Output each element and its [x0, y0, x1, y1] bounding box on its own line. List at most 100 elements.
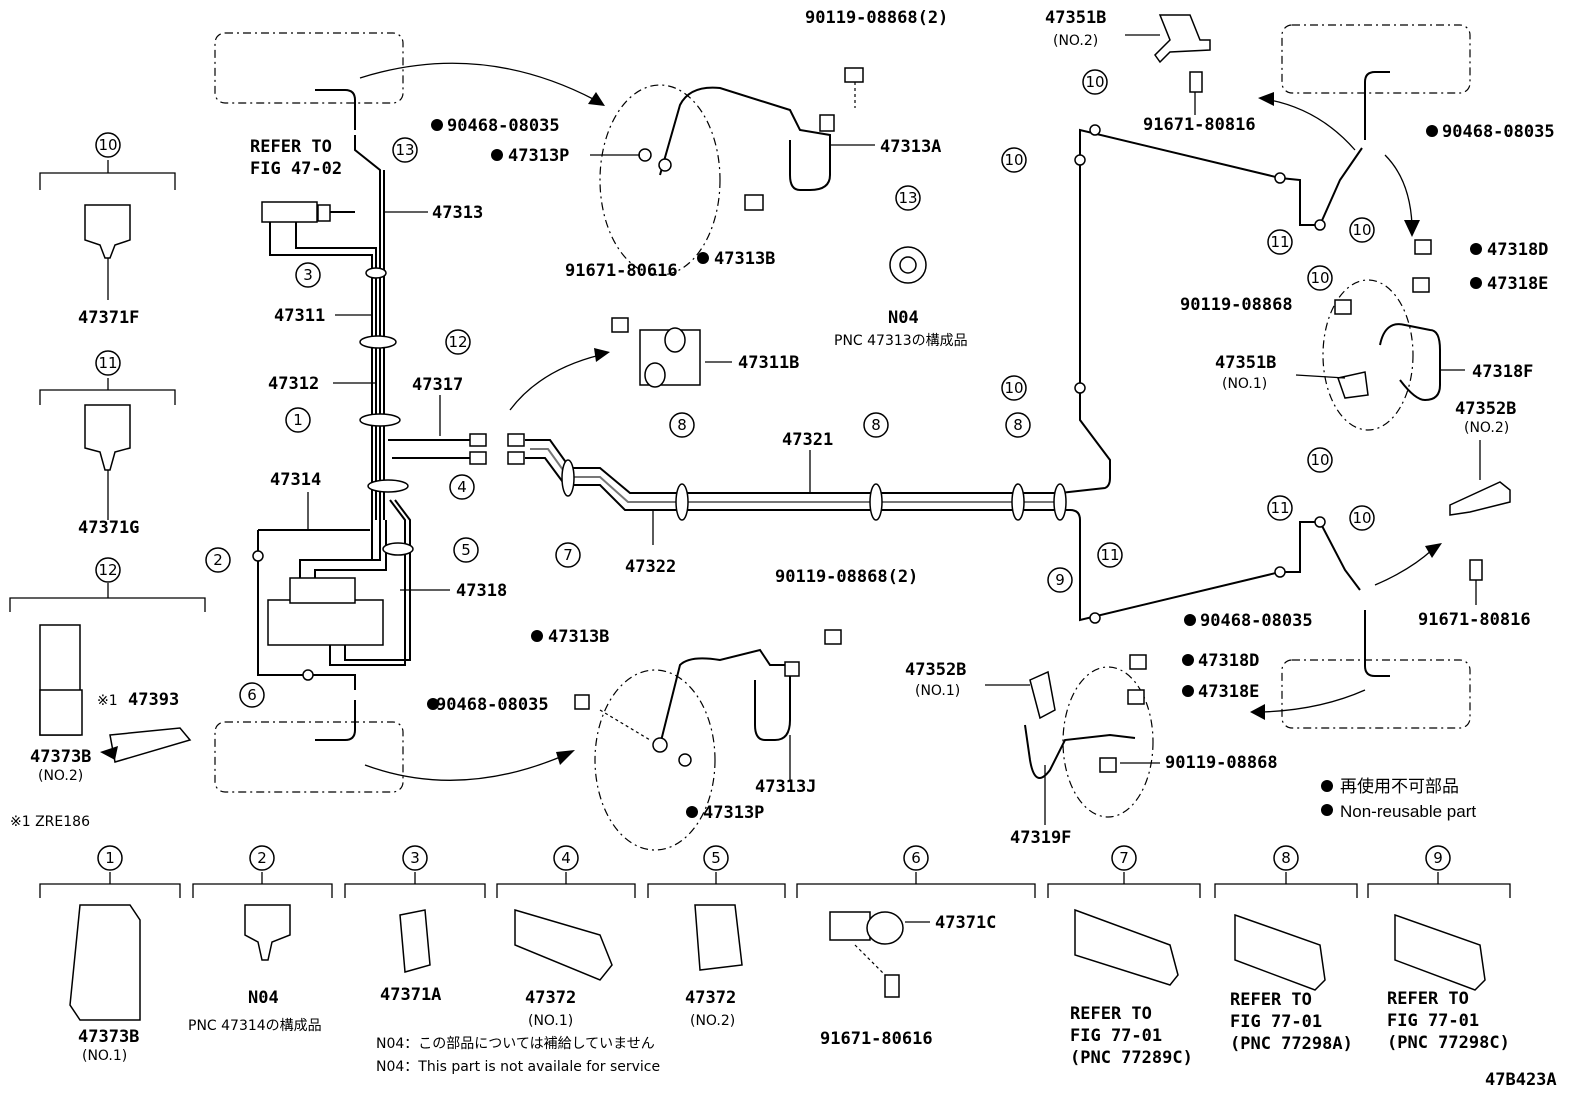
part-47393	[109, 727, 192, 763]
svg-text:7: 7	[563, 546, 573, 564]
rear-hose-top	[1322, 239, 1441, 431]
non-reusable-bullets	[427, 119, 1482, 818]
svg-text:47371A: 47371A	[380, 985, 441, 1005]
arrow-bottom-right-b	[1261, 689, 1366, 713]
svg-text:(NO.2): (NO.2)	[1464, 420, 1509, 436]
svg-text:11: 11	[1270, 499, 1289, 517]
svg-text:47313P: 47313P	[703, 803, 764, 823]
top-right-dashed-box	[1281, 24, 1471, 94]
svg-text:8: 8	[677, 416, 687, 434]
svg-text:47318E: 47318E	[1198, 682, 1259, 702]
svg-text:(PNC 77289C): (PNC 77289C)	[1070, 1048, 1193, 1068]
svg-text:※1 ZRE186: ※1 ZRE186	[10, 814, 90, 830]
clip-ref-77298A	[1234, 913, 1326, 991]
svg-text:(PNC 77298A): (PNC 77298A)	[1230, 1034, 1353, 1054]
svg-text:(NO.1): (NO.1)	[528, 1013, 573, 1029]
clamp-47371C	[829, 911, 904, 998]
svg-text:47322: 47322	[625, 557, 676, 577]
svg-text:10: 10	[98, 136, 117, 154]
clip-47371G	[84, 404, 131, 471]
svg-text:7: 7	[1119, 849, 1129, 867]
svg-text:REFER TO: REFER TO	[1230, 990, 1312, 1010]
svg-text:47318D: 47318D	[1487, 240, 1548, 260]
svg-text:10: 10	[1352, 221, 1371, 239]
svg-text:47318E: 47318E	[1487, 274, 1548, 294]
clip-47373B-no1	[69, 904, 141, 1021]
leader-lines	[307, 34, 1481, 923]
svg-text:12: 12	[448, 333, 467, 351]
svg-text:10: 10	[1352, 509, 1371, 527]
svg-text:Non-reusable part: Non-reusable part	[1340, 802, 1476, 821]
svg-text:90468-08035: 90468-08035	[436, 695, 549, 715]
svg-text:91671-80816: 91671-80816	[1143, 115, 1256, 135]
clip-47372-no1	[514, 908, 613, 981]
svg-text:4: 4	[457, 478, 467, 496]
clip-47371F	[84, 204, 131, 259]
svg-text:91671-80616: 91671-80616	[565, 261, 678, 281]
front-hose-bottom	[574, 629, 842, 851]
svg-text:13: 13	[898, 189, 917, 207]
svg-text:8: 8	[871, 416, 881, 434]
svg-text:8: 8	[1281, 849, 1291, 867]
svg-text:90119-08868: 90119-08868	[1165, 753, 1278, 773]
svg-text:47393: 47393	[128, 690, 179, 710]
stub-top-right	[1364, 71, 1390, 140]
bracket-47351B-top	[1154, 14, 1211, 93]
svg-text:REFER TO: REFER TO	[1070, 1004, 1152, 1024]
svg-text:REFER TO: REFER TO	[1387, 989, 1469, 1009]
top-left-dashed-box	[214, 32, 404, 104]
stub-bottom-left	[315, 700, 356, 741]
svg-text:10: 10	[1004, 151, 1023, 169]
svg-text:10: 10	[1004, 379, 1023, 397]
svg-text:47351B: 47351B	[1045, 8, 1106, 28]
front-hose-top	[599, 67, 864, 276]
svg-text:47312: 47312	[268, 374, 319, 394]
bracket-47352B-no2	[1449, 481, 1511, 581]
svg-text:47313B: 47313B	[714, 249, 775, 269]
svg-text:11: 11	[98, 354, 117, 372]
bottom-right-dashed-box	[1281, 659, 1471, 729]
svg-text:(NO.1): (NO.1)	[1222, 376, 1267, 392]
svg-text:3: 3	[410, 849, 420, 867]
arrow-top-left	[359, 62, 596, 101]
svg-text:47372: 47372	[685, 988, 736, 1008]
svg-text:(PNC 77298C): (PNC 77298C)	[1387, 1033, 1510, 1053]
svg-text:47313A: 47313A	[880, 137, 941, 157]
svg-text:FIG 77-01: FIG 77-01	[1387, 1011, 1479, 1031]
svg-text:11: 11	[1100, 546, 1119, 564]
svg-text:5: 5	[711, 849, 721, 867]
svg-text:90119-08868: 90119-08868	[1180, 295, 1293, 315]
svg-text:(NO.2): (NO.2)	[38, 768, 83, 784]
svg-text:再使用不可部品: 再使用不可部品	[1340, 776, 1459, 796]
arrow-top-right-a	[1269, 99, 1356, 151]
arrow-bottom-right-a	[1374, 549, 1433, 586]
svg-text:(NO.1): (NO.1)	[82, 1048, 127, 1064]
bottom-brackets	[39, 872, 1511, 898]
arrow-bottom-left	[364, 754, 566, 781]
bottom-labels: 47373B (NO.1) N04 PNC 47314の構成品 47371A 4…	[78, 913, 1510, 1075]
svg-text:47313J: 47313J	[755, 777, 816, 797]
bottom-left-dashed-box	[214, 721, 404, 793]
svg-text:47352B: 47352B	[905, 660, 966, 680]
svg-text:10: 10	[1310, 451, 1329, 469]
svg-text:2: 2	[213, 551, 223, 569]
svg-text:13: 13	[395, 141, 414, 159]
svg-text:2: 2	[257, 849, 267, 867]
svg-text:90119-08868(2): 90119-08868(2)	[805, 8, 948, 28]
svg-text:6: 6	[247, 686, 257, 704]
svg-text:8: 8	[1013, 416, 1023, 434]
svg-text:47318D: 47318D	[1198, 651, 1259, 671]
svg-text:47313P: 47313P	[508, 146, 569, 166]
clamp-47311B	[611, 317, 701, 388]
svg-text:47311B: 47311B	[738, 353, 799, 373]
svg-text:PNC 47313の構成品: PNC 47313の構成品	[834, 333, 968, 349]
svg-text:90468-08035: 90468-08035	[1442, 122, 1555, 142]
svg-text:91671-80616: 91671-80616	[820, 1029, 933, 1049]
label-47313: 47313	[432, 203, 483, 223]
svg-text:47371F: 47371F	[78, 308, 139, 328]
part-labels: 90468-08035 REFER TO FIG 47-02 47313 473…	[10, 8, 1557, 1090]
svg-text:47352B: 47352B	[1455, 399, 1516, 419]
svg-text:PNC 47314の構成品: PNC 47314の構成品	[188, 1018, 322, 1034]
arrow-47311B	[509, 354, 601, 411]
